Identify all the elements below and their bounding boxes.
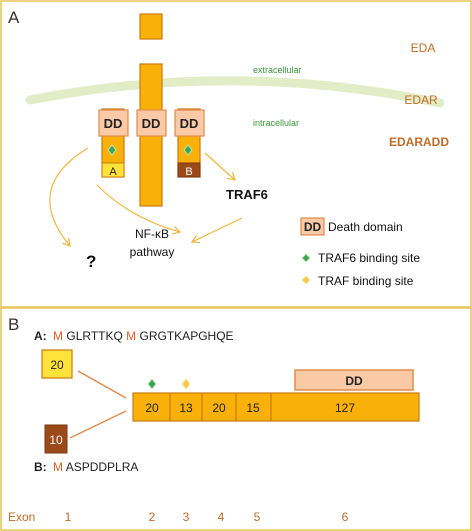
edaradd-b-death-domain (174, 109, 205, 137)
sequence-a-first-met: M (53, 329, 63, 343)
sequence-a-mid: GLRTTKQ (66, 329, 122, 343)
intracellular-label: intracellular (253, 118, 299, 128)
exon-number-6: 6 (342, 510, 349, 524)
legend-traf6-site: TRAF6 binding site (318, 251, 420, 265)
traf-site-icon (181, 378, 191, 390)
edar-death-domain (136, 109, 167, 137)
nfkb-label-line2: pathway (130, 245, 175, 259)
sequence-a: A: M GLRTTKQ M GRGTKAPGHQE (34, 329, 234, 343)
arrow-a-to-question (49, 147, 89, 247)
transcript-death-domain (294, 369, 414, 391)
exon6-length: 127 (335, 401, 355, 415)
edaradd-label: EDARADD (389, 135, 449, 149)
exon-number-3: 3 (183, 510, 190, 524)
arrow-b-to-traf6 (204, 152, 236, 181)
traf6-site-icon (183, 144, 193, 156)
panel-a-frame (0, 0, 472, 308)
exon-row-title: Exon (8, 510, 35, 524)
arrow-traf6-to-nfkb (190, 217, 243, 244)
exon3-length: 13 (179, 401, 193, 415)
eda-label: EDA (411, 41, 436, 55)
edaradd-a-death-domain (98, 109, 129, 137)
exon1a-box (41, 349, 73, 379)
edaradd-a-dd-label: DD (104, 116, 123, 131)
exon-number-1: 1 (65, 510, 72, 524)
edaradd-a-label: A (109, 166, 117, 178)
sequence-a-rest: GRGTKAPGHQE (140, 329, 234, 343)
cell-membrane (25, 76, 445, 108)
exon-number-2: 2 (149, 510, 156, 524)
exon1a-length: 20 (50, 358, 64, 372)
exon-number-4: 4 (218, 510, 225, 524)
legend-traf6-icon (301, 253, 311, 263)
legend-death-domain: Death domain (328, 220, 403, 234)
transcript-bar (132, 392, 420, 422)
sequence-b-first-met: M (53, 460, 63, 474)
traf6-site-icon (147, 378, 157, 390)
exon2-length: 20 (145, 401, 159, 415)
arrow-a-to-nfkb (96, 184, 182, 235)
edaradd-a-exon1 (101, 162, 125, 178)
edaradd-b-label: B (185, 166, 192, 178)
sequence-b-label: B: (34, 460, 47, 474)
exon4-length: 20 (212, 401, 226, 415)
sequence-a-label: A: (34, 329, 47, 343)
edar-label: EDAR (404, 93, 438, 107)
sequence-a-second-met: M (126, 329, 136, 343)
sequence-b: B: M ASPDDPLRA (34, 460, 138, 474)
unknown-pathway-question: ? (86, 252, 96, 271)
exon1b-length: 10 (49, 433, 63, 447)
sequence-b-rest: ASPDDPLRA (66, 460, 139, 474)
eda-ligand (139, 13, 163, 40)
panel-a-label: A (8, 8, 20, 27)
connector-exon1b (69, 410, 127, 439)
edaradd-b-dd-label: DD (180, 116, 199, 131)
traf6-label: TRAF6 (226, 187, 268, 202)
exon1b-box (44, 424, 68, 454)
edar-dd-label: DD (142, 116, 161, 131)
traf6-site-icon (107, 144, 117, 156)
nfkb-label-line1: NF-κB (135, 227, 169, 241)
edaradd-b-exon1 (177, 162, 201, 178)
extracellular-label: extracellular (253, 65, 302, 75)
connector-exon1a (77, 370, 127, 399)
transcript-dd-label: DD (345, 374, 363, 388)
panel-b-label: B (8, 315, 19, 334)
legend-dd-swatch (300, 217, 325, 236)
exon-number-5: 5 (254, 510, 261, 524)
legend-traf-site: TRAF binding site (318, 274, 414, 288)
panel-b-frame (0, 307, 472, 531)
legend-dd-abbr: DD (304, 220, 322, 234)
exon5-length: 15 (246, 401, 260, 415)
legend-traf-icon (301, 275, 311, 285)
